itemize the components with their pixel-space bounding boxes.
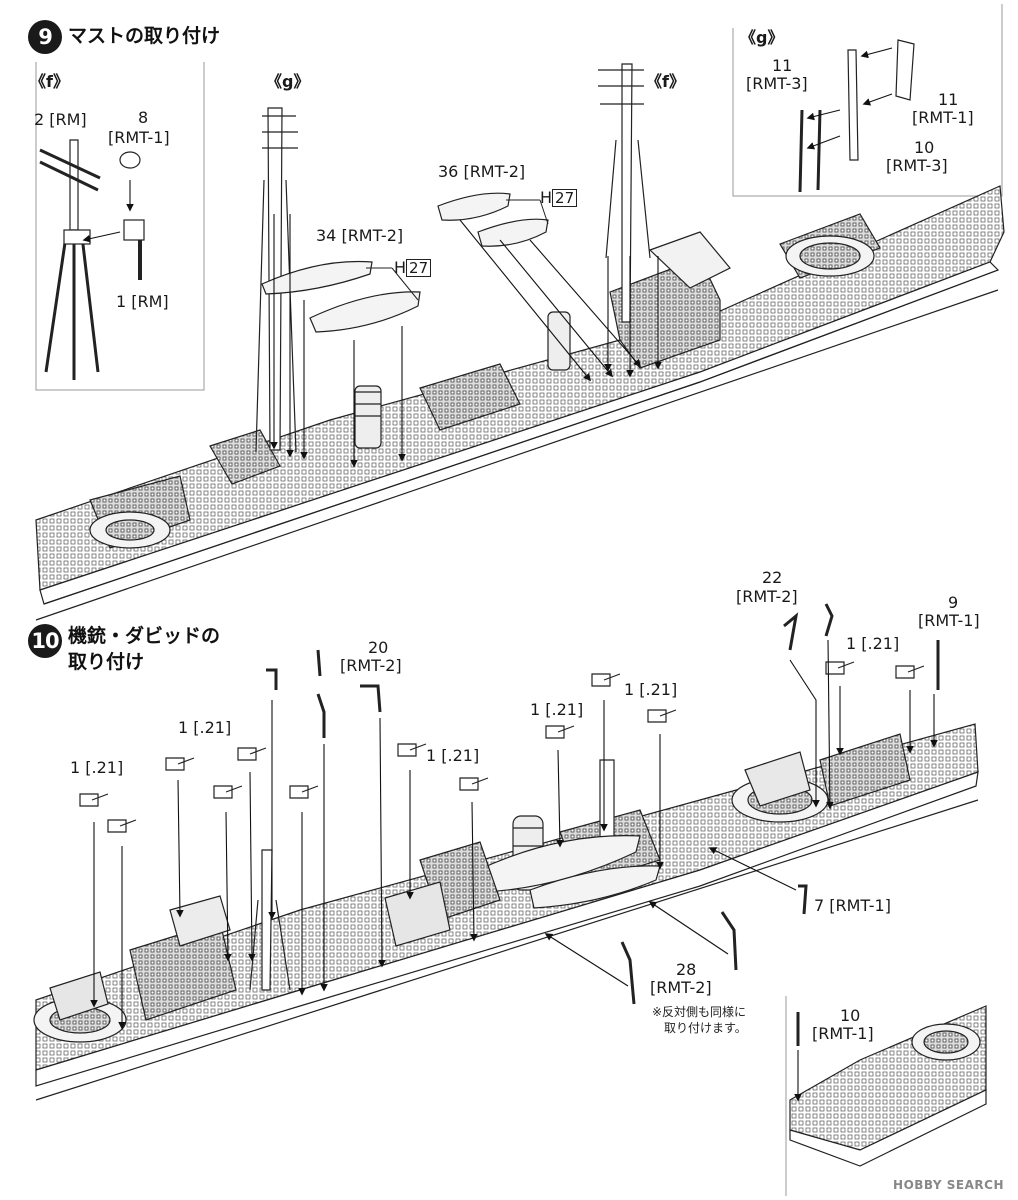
boat-36-label: 36 [RMT-2] xyxy=(438,162,526,181)
part-11-rmt1-code: [RMT-1] xyxy=(912,108,974,127)
part-10-rmt3-code: [RMT-3] xyxy=(886,156,948,175)
part-20-code: [RMT-2] xyxy=(340,656,402,675)
ship-step10 xyxy=(33,723,987,1167)
step10-arrows xyxy=(90,639,938,1102)
part-28-number: 28 xyxy=(676,960,697,979)
note-line-2: 取り付けます。 xyxy=(664,1021,747,1035)
h-prefix-lower: H xyxy=(394,258,407,277)
part-2-rm-label: 2 [RM] xyxy=(34,110,87,129)
step9-arrows xyxy=(82,47,893,468)
gun-label-bridge-top: 1 [.21] xyxy=(624,680,678,699)
part-10-number: 10 xyxy=(840,1006,861,1025)
watermark: HOBBY SEARCH xyxy=(893,1178,1004,1192)
part-8-number: 8 xyxy=(138,108,149,127)
h-box-upper: 27 xyxy=(552,189,578,207)
step10-parts xyxy=(79,603,940,1046)
step-9-number: 9 xyxy=(28,20,62,54)
part-9-code: [RMT-1] xyxy=(918,611,980,630)
part-11-rmt3-code: [RMT-3] xyxy=(746,74,808,93)
note-line-1: ※反対側も同様に xyxy=(652,1005,747,1019)
davit-part-shapes xyxy=(266,603,940,1046)
part-10-rmt3-number: 10 xyxy=(914,138,935,157)
h-prefix-upper: H xyxy=(540,188,553,207)
part-7-label: 7 [RMT-1] xyxy=(814,896,891,915)
part-10-code: [RMT-1] xyxy=(812,1024,874,1043)
part-22-number: 22 xyxy=(762,568,783,587)
part-28-code: [RMT-2] xyxy=(650,978,712,997)
gun-label-aft-mid: 1 [.21] xyxy=(178,718,232,737)
marker-f-ship: 《f》 xyxy=(646,72,685,91)
part-9-number: 9 xyxy=(948,593,959,612)
step-10-title-line2: 取り付け xyxy=(68,651,145,673)
part-1-rm-label: 1 [RM] xyxy=(116,292,169,311)
step-9-title: マストの取り付け xyxy=(68,25,221,47)
ship-step9 xyxy=(35,39,1005,621)
marker-f-detail: 《f》 xyxy=(30,72,69,91)
gun-part-shapes xyxy=(79,661,925,833)
part-20-number: 20 xyxy=(368,638,389,657)
part-11-rmt3-number: 11 xyxy=(772,56,793,75)
step-10-title-line1: 機銃・ダビッドの xyxy=(68,625,221,647)
h-box-lower: 27 xyxy=(406,259,432,277)
step-10-number: 10 xyxy=(28,624,62,658)
marker-g-ship: 《g》 xyxy=(266,72,310,91)
part-8-code: [RMT-1] xyxy=(108,128,170,147)
part-11-rmt1-number: 11 xyxy=(938,90,959,109)
marker-g-detail: 《g》 xyxy=(740,28,784,47)
boat-34-label: 34 [RMT-2] xyxy=(316,226,404,245)
gun-label-aft: 1 [.21] xyxy=(70,758,124,777)
gun-label-bridge: 1 [.21] xyxy=(530,700,584,719)
part-22-code: [RMT-2] xyxy=(736,587,798,606)
gun-label-forward: 1 [.21] xyxy=(846,634,900,653)
gun-label-mid: 1 [.21] xyxy=(426,746,480,765)
